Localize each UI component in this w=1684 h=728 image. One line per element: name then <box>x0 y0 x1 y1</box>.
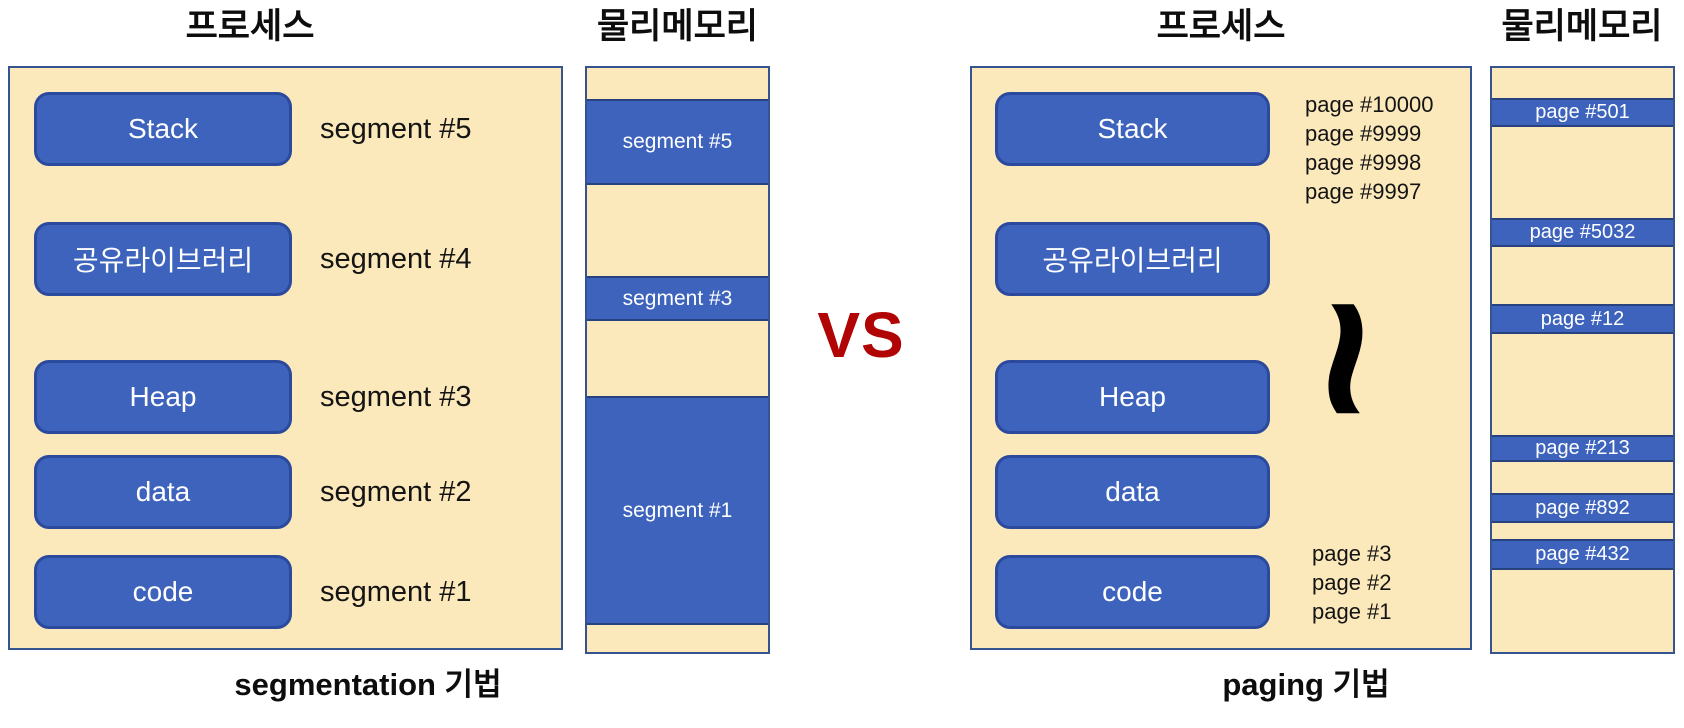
process-block: data <box>995 455 1270 529</box>
memory-block <box>587 625 768 652</box>
segment-number-label: segment #3 <box>320 380 472 413</box>
process-block: code <box>995 555 1270 629</box>
page-number-label: page #2 <box>1312 570 1392 595</box>
memory-block <box>1492 462 1673 493</box>
page-number-label: page #9998 <box>1305 150 1422 175</box>
left-physical-memory-column: segment #5 segment #3 segment #1 <box>585 66 770 654</box>
memory-block: segment #5 <box>587 99 768 185</box>
memory-block <box>587 68 768 99</box>
process-segment-row: code segment #1 <box>34 555 547 629</box>
memory-block: page #12 <box>1492 304 1673 334</box>
page-number-label: page #1 <box>1312 599 1392 624</box>
right-process-title: 프로세스 <box>1156 7 1286 46</box>
process-block: Heap <box>34 360 292 434</box>
memory-block <box>1492 570 1673 651</box>
tilde-glyph: ~ <box>1228 295 1470 421</box>
memory-block <box>587 321 768 396</box>
memory-block <box>1492 127 1673 218</box>
segment-number-label: segment #5 <box>320 112 472 145</box>
process-block: Stack <box>34 92 292 166</box>
process-block: 공유라이브러리 <box>34 222 292 296</box>
memory-block: page #5032 <box>1492 218 1673 247</box>
right-physical-memory-title: 물리메모리 <box>1501 7 1663 46</box>
segment-number-label: segment #1 <box>320 575 472 608</box>
left-process-rows: Stack segment #5 공유라이브러리 segment #4 Heap… <box>10 68 561 648</box>
memory-block <box>1492 523 1673 539</box>
process-segment-row: Heap segment #3 <box>34 360 547 434</box>
process-block: data <box>34 455 292 529</box>
left-process-title: 프로세스 <box>185 7 315 46</box>
left-caption: segmentation 기법 <box>234 667 502 702</box>
process-block: Stack <box>995 92 1270 166</box>
process-block: code <box>34 555 292 629</box>
right-physical-memory-column: page #501 page #5032 page #12 page #213 page… <box>1490 66 1675 654</box>
memory-block: page #501 <box>1492 98 1673 127</box>
memory-block <box>1492 247 1673 304</box>
left-physical-memory-title: 물리메모리 <box>596 7 758 46</box>
page-number-label: page #3 <box>1312 541 1392 566</box>
memory-block: segment #1 <box>587 396 768 625</box>
right-process-blocks: Stack 공유라이브러리 Heap data code <box>972 68 1470 648</box>
tilde-squiggle-icon: ~ <box>1229 268 1470 448</box>
page-number-label: page #10000 <box>1305 92 1434 117</box>
process-segment-row: 공유라이브러리 segment #4 <box>34 222 547 296</box>
stack-page-list: page #10000 page #9999 page #9998 page #999… <box>1305 90 1433 206</box>
page-number-label: page #9997 <box>1305 179 1422 204</box>
vs-label: VS <box>817 299 905 371</box>
memory-block <box>1492 334 1673 435</box>
memory-block <box>587 185 768 276</box>
memory-block: page #432 <box>1492 539 1673 570</box>
memory-block: page #892 <box>1492 493 1673 523</box>
memory-block: page #213 <box>1492 435 1673 462</box>
process-segment-row: data segment #2 <box>34 455 547 529</box>
process-block: 공유라이브러리 <box>995 222 1270 296</box>
right-caption: paging 기법 <box>1222 667 1390 702</box>
code-page-list: page #3 page #2 page #1 <box>1312 539 1392 626</box>
process-segment-row: Stack segment #5 <box>34 92 547 166</box>
memory-block <box>1492 68 1673 98</box>
segment-number-label: segment #2 <box>320 475 472 508</box>
left-process-panel: Stack segment #5 공유라이브러리 segment #4 Heap… <box>8 66 563 650</box>
page-number-label: page #9999 <box>1305 121 1422 146</box>
process-block: Heap <box>995 360 1270 434</box>
segment-number-label: segment #4 <box>320 242 472 275</box>
memory-block: segment #3 <box>587 276 768 321</box>
